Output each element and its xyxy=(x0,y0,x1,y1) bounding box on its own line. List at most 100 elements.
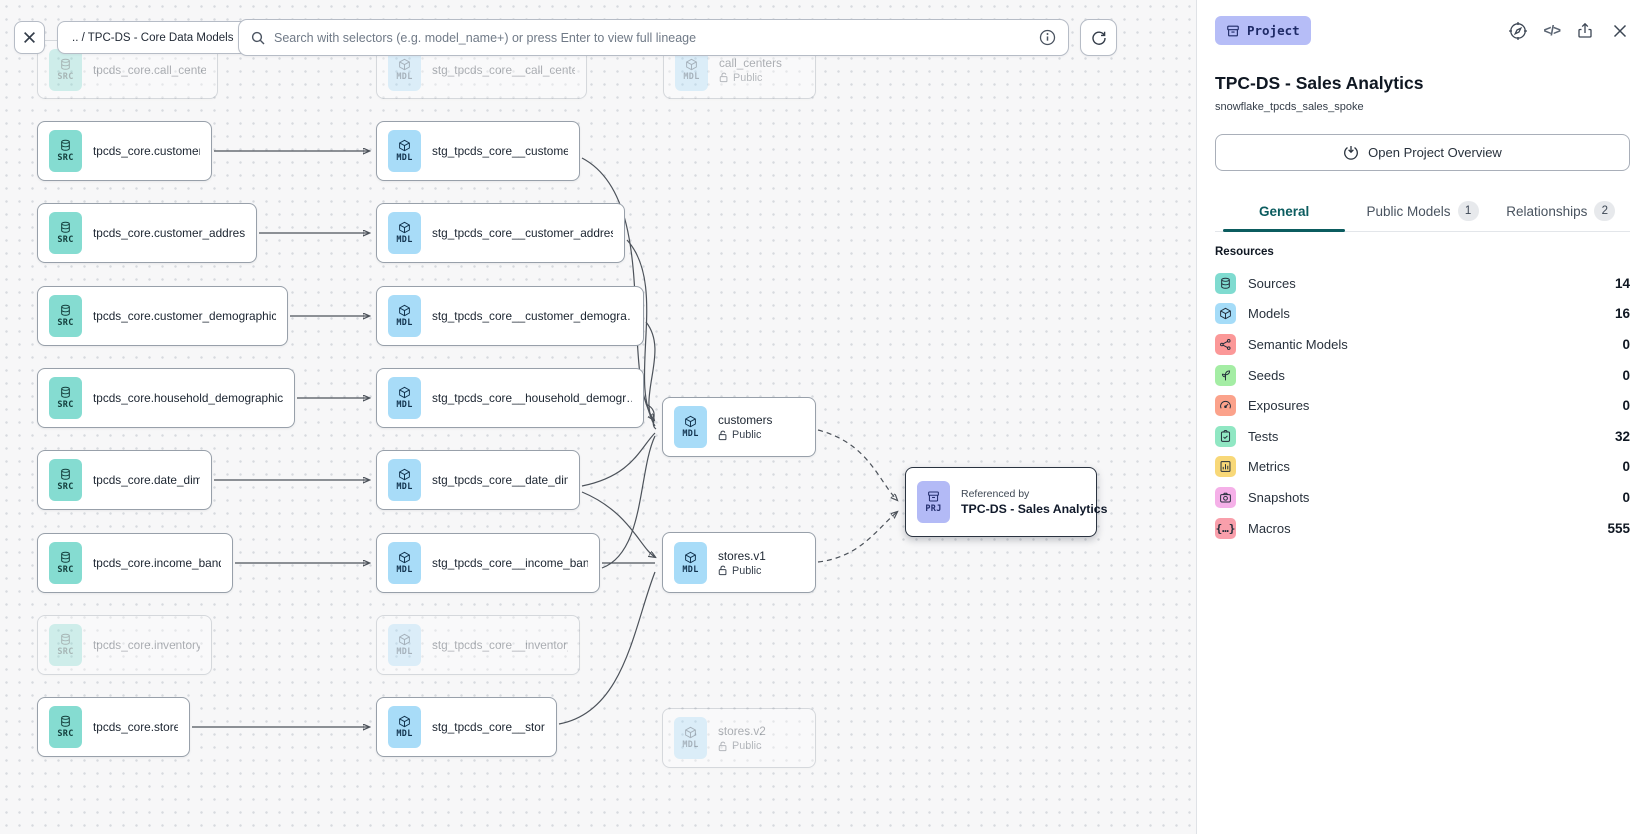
access-label: Public xyxy=(733,71,763,84)
cube-icon: MDL xyxy=(674,717,707,759)
lock-open-icon xyxy=(718,430,728,441)
explore-compass-icon[interactable] xyxy=(1508,21,1528,41)
cube-icon: MDL xyxy=(388,377,421,419)
database-icon: SRC xyxy=(49,459,82,501)
bar-chart-icon xyxy=(1215,456,1236,478)
cube-icon: MDL xyxy=(388,130,421,172)
resource-count: 14 xyxy=(1614,275,1630,291)
node-label: tpcds_core.customer_demographics xyxy=(93,309,276,323)
tab-general[interactable]: General xyxy=(1215,193,1353,232)
database-icon: SRC xyxy=(49,624,82,666)
code-icon[interactable]: </> xyxy=(1543,23,1561,38)
cube-icon: MDL xyxy=(674,541,707,584)
semantic-graph-icon xyxy=(1215,333,1236,355)
tab-label: General xyxy=(1259,203,1310,219)
resource-label: Exposures xyxy=(1248,398,1310,414)
node-label: tpcds_core.inventory xyxy=(93,638,200,652)
project-type-badge: Project xyxy=(1215,16,1311,45)
node-access: Public xyxy=(718,565,766,577)
node-label: tpcds_core.household_demographics xyxy=(93,391,283,405)
resource-count: 0 xyxy=(1622,459,1630,475)
clipboard-check-icon xyxy=(1215,425,1236,447)
node-label: stores.v2 xyxy=(718,724,766,738)
refresh-icon xyxy=(1091,31,1106,45)
node-label: stg_tpcds_core__customer_demogra… xyxy=(432,309,632,323)
database-icon: SRC xyxy=(49,212,82,254)
open-project-overview-button[interactable]: Open Project Overview xyxy=(1215,134,1630,171)
search-bar xyxy=(238,19,1069,56)
node-label: TPC-DS - Sales Analytics xyxy=(961,502,1108,516)
tab-count-badge: 1 xyxy=(1457,201,1479,221)
node-label: stg_tpcds_core__inventory xyxy=(432,638,568,652)
lineage-node-src[interactable]: SRC tpcds_core.inventory xyxy=(37,615,212,675)
close-lineage-button[interactable] xyxy=(14,21,45,54)
close-panel-icon[interactable] xyxy=(1610,21,1630,41)
info-icon[interactable] xyxy=(1039,29,1056,46)
cube-icon: MDL xyxy=(388,542,421,584)
resource-count: 0 xyxy=(1622,336,1630,352)
resource-label: Macros xyxy=(1248,520,1291,536)
refresh-button[interactable] xyxy=(1080,19,1117,56)
resource-count: 555 xyxy=(1607,520,1630,536)
database-icon: SRC xyxy=(49,130,82,172)
resource-count: 32 xyxy=(1614,428,1630,444)
canvas-toolbar: .. / TPC-DS - Core Data Models xyxy=(0,0,1196,56)
open-overview-icon xyxy=(1344,145,1359,160)
resource-label: Sources xyxy=(1248,275,1296,291)
seedling-icon xyxy=(1215,364,1236,386)
resource-label: Seeds xyxy=(1248,367,1285,383)
close-icon xyxy=(24,32,35,43)
resource-label: Snapshots xyxy=(1248,489,1310,505)
resource-label: Tests xyxy=(1248,428,1279,444)
node-label: tpcds_core.call_center xyxy=(93,62,206,77)
database-icon xyxy=(1215,272,1236,294)
breadcrumb[interactable]: .. / TPC-DS - Core Data Models xyxy=(57,21,249,54)
access-label: Public xyxy=(732,429,762,441)
node-eyebrow: Referenced by xyxy=(961,488,1030,500)
resource-row-sources[interactable]: Sources 14 xyxy=(1215,268,1630,299)
camera-icon xyxy=(1215,486,1236,508)
lock-open-icon xyxy=(719,72,729,83)
tab-label: Relationships xyxy=(1506,203,1588,219)
node-access: Public xyxy=(718,740,766,752)
node-label: customers xyxy=(718,413,773,427)
access-label: Public xyxy=(732,740,762,752)
node-label: stg_tpcds_core__household_demogr… xyxy=(432,391,632,405)
access-label: Public xyxy=(732,564,762,577)
resource-row-tests[interactable]: Tests 32 xyxy=(1215,421,1630,452)
resources-heading: Resources xyxy=(1215,246,1274,258)
lineage-node-mdl[interactable]: MDL stg_tpcds_core__household_demogr… xyxy=(376,368,644,428)
search-input[interactable] xyxy=(274,30,1039,45)
share-icon[interactable] xyxy=(1575,21,1595,41)
